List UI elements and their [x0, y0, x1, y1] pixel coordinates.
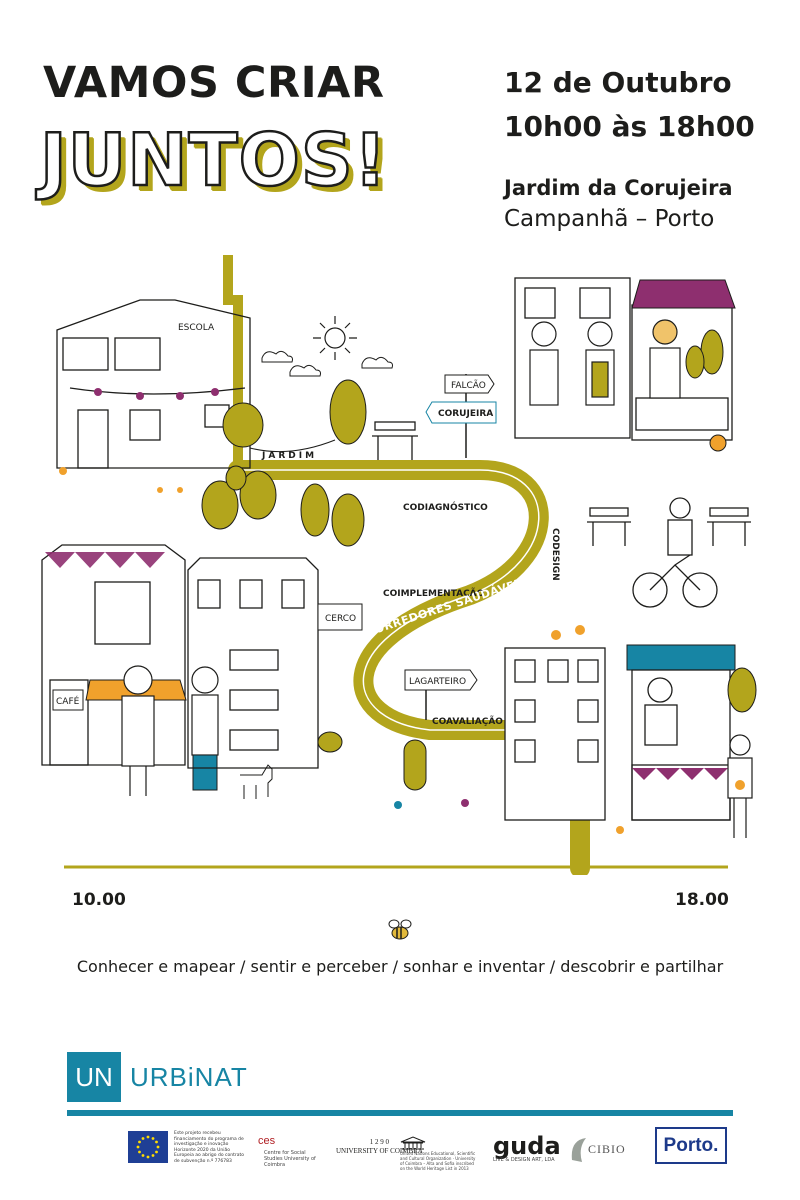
cyclist-figure [632, 497, 718, 608]
kiosk-awning [626, 644, 736, 671]
urbinat-logo-name: URBiNAT [130, 1062, 248, 1092]
label-corredores-saudaveis: CORREDORES SAUDÁVEIS [365, 575, 529, 639]
neighbourhood-illustration: ESCOLA JARDIM FALCÃO CORUJEIRA [41, 255, 757, 875]
ces-subtitle: Centre for Social Studies University of … [264, 1150, 316, 1168]
market-awning [631, 279, 736, 309]
event-time: 10h00 às 18h00 [504, 110, 755, 143]
eu-flag-icon [128, 1131, 168, 1163]
kiosk-building [631, 669, 731, 821]
school-building [56, 299, 251, 469]
stage-codiagnostico: CODIAGNÓSTICO [403, 501, 488, 513]
bee-icon [388, 919, 412, 940]
label-cafe: CAFÉ [56, 695, 80, 707]
sign-post [425, 374, 497, 458]
sign-lagarteiro: LAGARTEIRO [409, 677, 466, 687]
tree-icon [685, 329, 724, 379]
apartment-building [187, 557, 319, 769]
coimbra-year: 1 2 9 0 [369, 1138, 390, 1146]
urbinat-logo-mark: UN [67, 1052, 121, 1102]
cloud-icon [361, 356, 393, 369]
event-venue: Jardim da Corujeira [504, 176, 733, 200]
event-date: 12 de Outubro [504, 66, 732, 99]
guda-logo: guda [493, 1132, 561, 1160]
sign-corujeira: CORUJEIRA [438, 409, 493, 419]
coimbra-name: UNIVERSITY OF COIMBRA [336, 1147, 423, 1155]
tree-icon [317, 731, 343, 753]
bunting [632, 768, 728, 780]
guda-subtitle: LIVE & DESIGN ART, LDA [493, 1157, 555, 1163]
event-city: Campanhã – Porto [504, 206, 715, 232]
person-figure [121, 665, 219, 796]
label-escola: ESCOLA [178, 323, 215, 333]
headline-juntos: JUNTOS! [39, 117, 388, 204]
bench-icon [587, 507, 751, 546]
unesco-text: United Nations Educational, Scientific a… [400, 1151, 476, 1171]
person-figure [529, 319, 681, 406]
activity-tagline: Conhecer e mapear / sentir e perceber / … [76, 957, 724, 976]
dog-icon [240, 764, 273, 799]
unesco-logo: United Nations Educational, Scientific a… [400, 1136, 480, 1171]
market-building [514, 277, 733, 441]
ces-logo: ces [258, 1135, 276, 1147]
path-stem [223, 255, 243, 470]
cafe-building [41, 544, 186, 766]
unesco-temple-icon [400, 1136, 426, 1150]
bunting [45, 552, 165, 568]
sign-falcao: FALCÃO [451, 380, 486, 391]
headline-vamos-criar: VAMOS CRIAR [43, 58, 385, 108]
sign-lagarteiro-board [404, 669, 478, 691]
pumpkin-icon [709, 434, 727, 452]
flower-icon [59, 467, 624, 834]
stage-codesign: CODESIGN [550, 528, 560, 581]
eu-funding-text: Este projeto recebeu financiamento do pr… [174, 1131, 244, 1164]
stage-coavaliacao: COAVALIAÇÃO [432, 716, 503, 727]
tree-icon [403, 739, 427, 791]
flower-icon [551, 625, 585, 640]
timeline-start: 10.00 [72, 890, 126, 910]
cibio-name: CIBIO [588, 1142, 626, 1156]
timeline-end: 18.00 [675, 890, 729, 910]
label-jardim: JARDIM [261, 451, 317, 461]
person-figure [727, 734, 753, 838]
stage-coimplementacao: COIMPLEMENTAÇÃO [383, 588, 485, 599]
tree-icon [201, 379, 367, 547]
coimbra-logo: 1 2 9 0 UNIVERSITY OF COIMBRA [336, 1138, 423, 1156]
cloud-icon [261, 350, 293, 363]
cloud-icon [289, 364, 321, 377]
sun-icon [313, 316, 357, 360]
tree-icon [727, 667, 757, 713]
footer-divider [67, 1110, 733, 1116]
tower-building [504, 647, 606, 821]
bench-icon [372, 421, 418, 460]
label-cerco: CERCO [325, 614, 356, 624]
porto-logo: Porto. [655, 1127, 727, 1164]
cibio-logo: CIBIO [568, 1134, 638, 1170]
